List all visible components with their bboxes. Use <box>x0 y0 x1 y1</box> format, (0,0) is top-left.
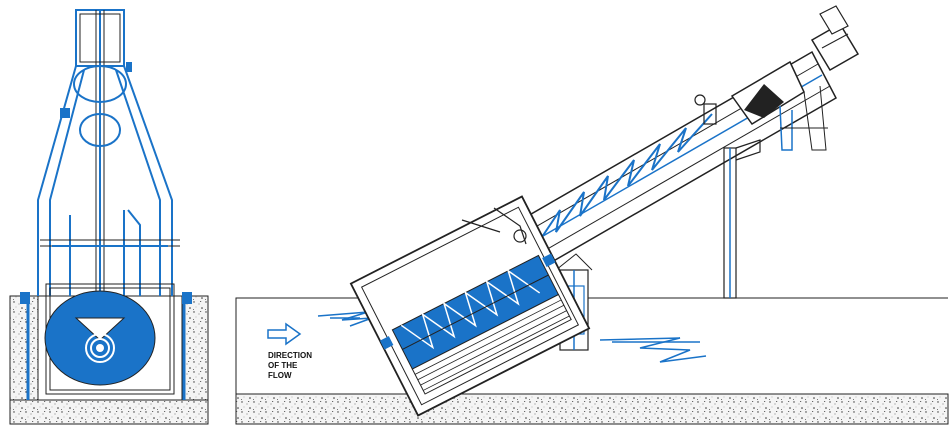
flow-label: DIRECTION OF THE FLOW <box>268 351 314 380</box>
front-concrete-bottom <box>9 399 209 425</box>
flow-label-line-1: DIRECTION <box>268 351 312 360</box>
support-leg <box>694 94 761 299</box>
front-view <box>9 9 209 425</box>
side-concrete-floor <box>235 393 949 425</box>
pivot-joint <box>461 207 527 245</box>
flow-direction-arrow-icon <box>267 322 302 346</box>
screw-conveyor-icon <box>539 113 713 241</box>
flow-label-line-2: OF THE <box>268 361 298 370</box>
motor-icon <box>810 5 860 72</box>
water-surface <box>317 311 707 363</box>
discharge-head <box>730 60 828 151</box>
side-view: DIRECTION OF THE FLOW <box>235 5 949 425</box>
flow-label-line-3: FLOW <box>268 371 292 380</box>
rotating-drum-icon <box>349 195 591 417</box>
